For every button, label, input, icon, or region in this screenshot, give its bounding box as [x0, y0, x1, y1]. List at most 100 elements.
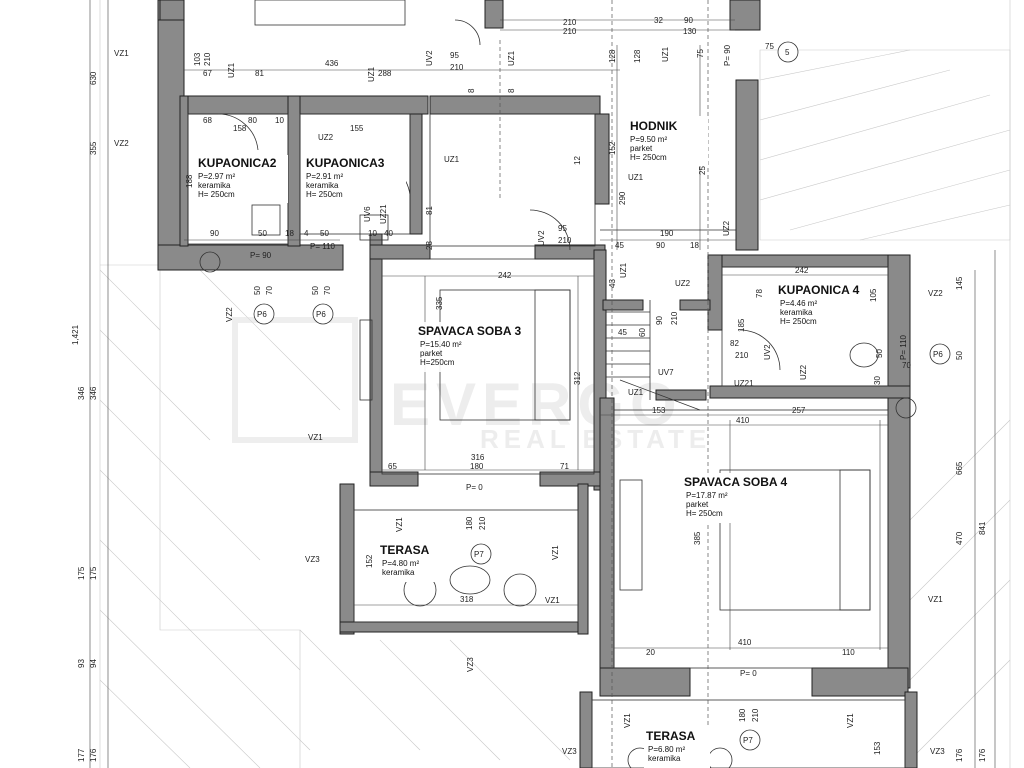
dim-50a: 50 — [258, 229, 267, 238]
dim-65: 65 — [388, 462, 397, 471]
room-soba4-area: P=17.87 m² — [686, 491, 728, 500]
dim-290: 290 — [618, 191, 627, 205]
dim-255: 255 — [698, 161, 707, 175]
dim-128b: 128 — [633, 49, 642, 63]
dim-43: 43 — [608, 279, 617, 288]
dim-316: 316 — [471, 453, 485, 462]
room-labels: HODNIK P=9.50 m² parket H= 250cm KUPAONI… — [196, 116, 868, 768]
tag-uv7: UV7 — [658, 368, 674, 377]
dim-50c: 50 — [875, 349, 884, 358]
tag-uz2-b: UZ2 — [675, 279, 691, 288]
dim-28: 28 — [425, 241, 434, 250]
tag-uz1-g: UZ1 — [628, 388, 644, 397]
dim-12: 12 — [573, 156, 582, 165]
dim-210b: 210 — [563, 18, 577, 27]
dim-177: 177 — [77, 748, 86, 762]
dim-1421: 1,421 — [71, 324, 80, 345]
dim-105: 105 — [869, 288, 878, 302]
dim-210h: 210 — [478, 516, 487, 530]
room-kupaonica2-area: P=2.97 m² — [198, 172, 235, 181]
room-hodnik-area: P=9.50 m² — [630, 135, 667, 144]
tag-uz1-c: UZ1 — [507, 50, 516, 66]
dim-30: 30 — [873, 376, 882, 385]
dim-68: 68 — [203, 116, 212, 125]
dim-70a: 70 — [902, 361, 911, 370]
tag-uz2-a: UZ2 — [318, 133, 334, 142]
dim-210e: 210 — [558, 236, 572, 245]
dim-188a: 188 — [185, 174, 194, 188]
tag-uz1-f: UZ1 — [227, 62, 236, 78]
dim-210g: 210 — [735, 351, 749, 360]
dim-185: 185 — [737, 318, 746, 332]
tag-uz2-c: UZ2 — [722, 220, 731, 236]
dim-50b: 50 — [320, 229, 329, 238]
room-hodnik-floor: parket — [630, 144, 653, 153]
dim-257: 257 — [792, 406, 806, 415]
dim-4: 4 — [304, 229, 309, 238]
room-kupaonica2-height: H= 250cm — [198, 190, 235, 199]
tag-vz3-d: VZ3 — [930, 747, 945, 756]
tag-vz2-b: VZ2 — [225, 307, 234, 322]
room-soba3-height: H=250cm — [420, 358, 455, 367]
dim-210i: 210 — [751, 708, 760, 722]
room-terasa2-floor: keramika — [648, 754, 681, 763]
dim-18: 18 — [285, 229, 294, 238]
dim-155: 155 — [350, 124, 364, 133]
dim-50e: 50 — [311, 286, 320, 295]
dim-50d: 50 — [253, 286, 262, 295]
dim-665: 665 — [955, 461, 964, 475]
dim-210c: 210 — [563, 27, 577, 36]
room-kupaonica3-name: KUPAONICA3 — [306, 156, 385, 170]
dim-67: 67 — [203, 69, 212, 78]
room-terasa2-name: TERASA — [646, 729, 696, 743]
room-soba4-height: H= 250cm — [686, 509, 723, 518]
tag-vz1-h: VZ1 — [846, 713, 855, 728]
room-kupaonica4-area: P=4.46 m² — [780, 299, 817, 308]
svg-text:EVERGO: EVERGO — [390, 371, 683, 438]
dim-60: 60 — [638, 328, 647, 337]
dim-45b: 45 — [618, 328, 627, 337]
tag-vz3-b: VZ3 — [466, 657, 475, 672]
tag-uv2-c: UV2 — [763, 344, 772, 360]
room-hodnik-name: HODNIK — [630, 119, 678, 133]
dim-75b: 75 — [696, 49, 705, 58]
room-soba3-area: P=15.40 m² — [420, 340, 462, 349]
tag-vz3-c: VZ3 — [562, 747, 577, 756]
tag-uv6: UV6 — [363, 206, 372, 222]
tag-p6-b: P6 — [316, 310, 326, 319]
dim-470: 470 — [955, 531, 964, 545]
dim-90b: 90 — [210, 229, 219, 238]
dim-410b: 410 — [738, 638, 752, 647]
dim-288: 288 — [378, 69, 392, 78]
dim-153: 153 — [873, 741, 882, 755]
dim-242b: 242 — [795, 266, 809, 275]
room-soba4-floor: parket — [686, 500, 709, 509]
dim-78: 78 — [755, 289, 764, 298]
svg-text:REAL ESTATE: REAL ESTATE — [480, 424, 711, 454]
room-soba3-floor: parket — [420, 349, 443, 358]
dim-128a: 128 — [608, 49, 617, 63]
room-terasa1-floor: keramika — [382, 568, 415, 577]
dim-385: 385 — [693, 531, 702, 545]
tag-p6-a: P6 — [257, 310, 267, 319]
dim-210f: 210 — [670, 311, 679, 325]
dim-176r: 176 — [955, 748, 964, 762]
dim-210d: 210 — [450, 63, 464, 72]
room-terasa1-area: P=4.80 m² — [382, 559, 419, 568]
dim-20: 20 — [646, 648, 655, 657]
tag-uz1-b: UZ1 — [367, 66, 376, 82]
dim-410a: 410 — [736, 416, 750, 425]
room-terasa1-name: TERASA — [380, 543, 430, 557]
tag-p110-b: P= 110 — [899, 334, 908, 360]
tag-vz1-b: VZ1 — [308, 433, 323, 442]
tag-uz1-d: UZ1 — [661, 46, 670, 62]
room-soba3-name: SPAVACA SOBA 3 — [418, 324, 521, 338]
dim-210a: 210 — [203, 52, 212, 66]
room-kupaonica2-name: KUPAONICA2 — [198, 156, 277, 170]
room-kupaonica3-area: P=2.91 m² — [306, 172, 343, 181]
dim-80: 80 — [248, 116, 257, 125]
dim-130: 130 — [683, 27, 697, 36]
dim-81b: 81 — [425, 206, 434, 215]
dimension-labels: 630 355 1,421 346 346 175 175 93 94 177 … — [71, 16, 987, 762]
inner-lines — [187, 0, 917, 768]
